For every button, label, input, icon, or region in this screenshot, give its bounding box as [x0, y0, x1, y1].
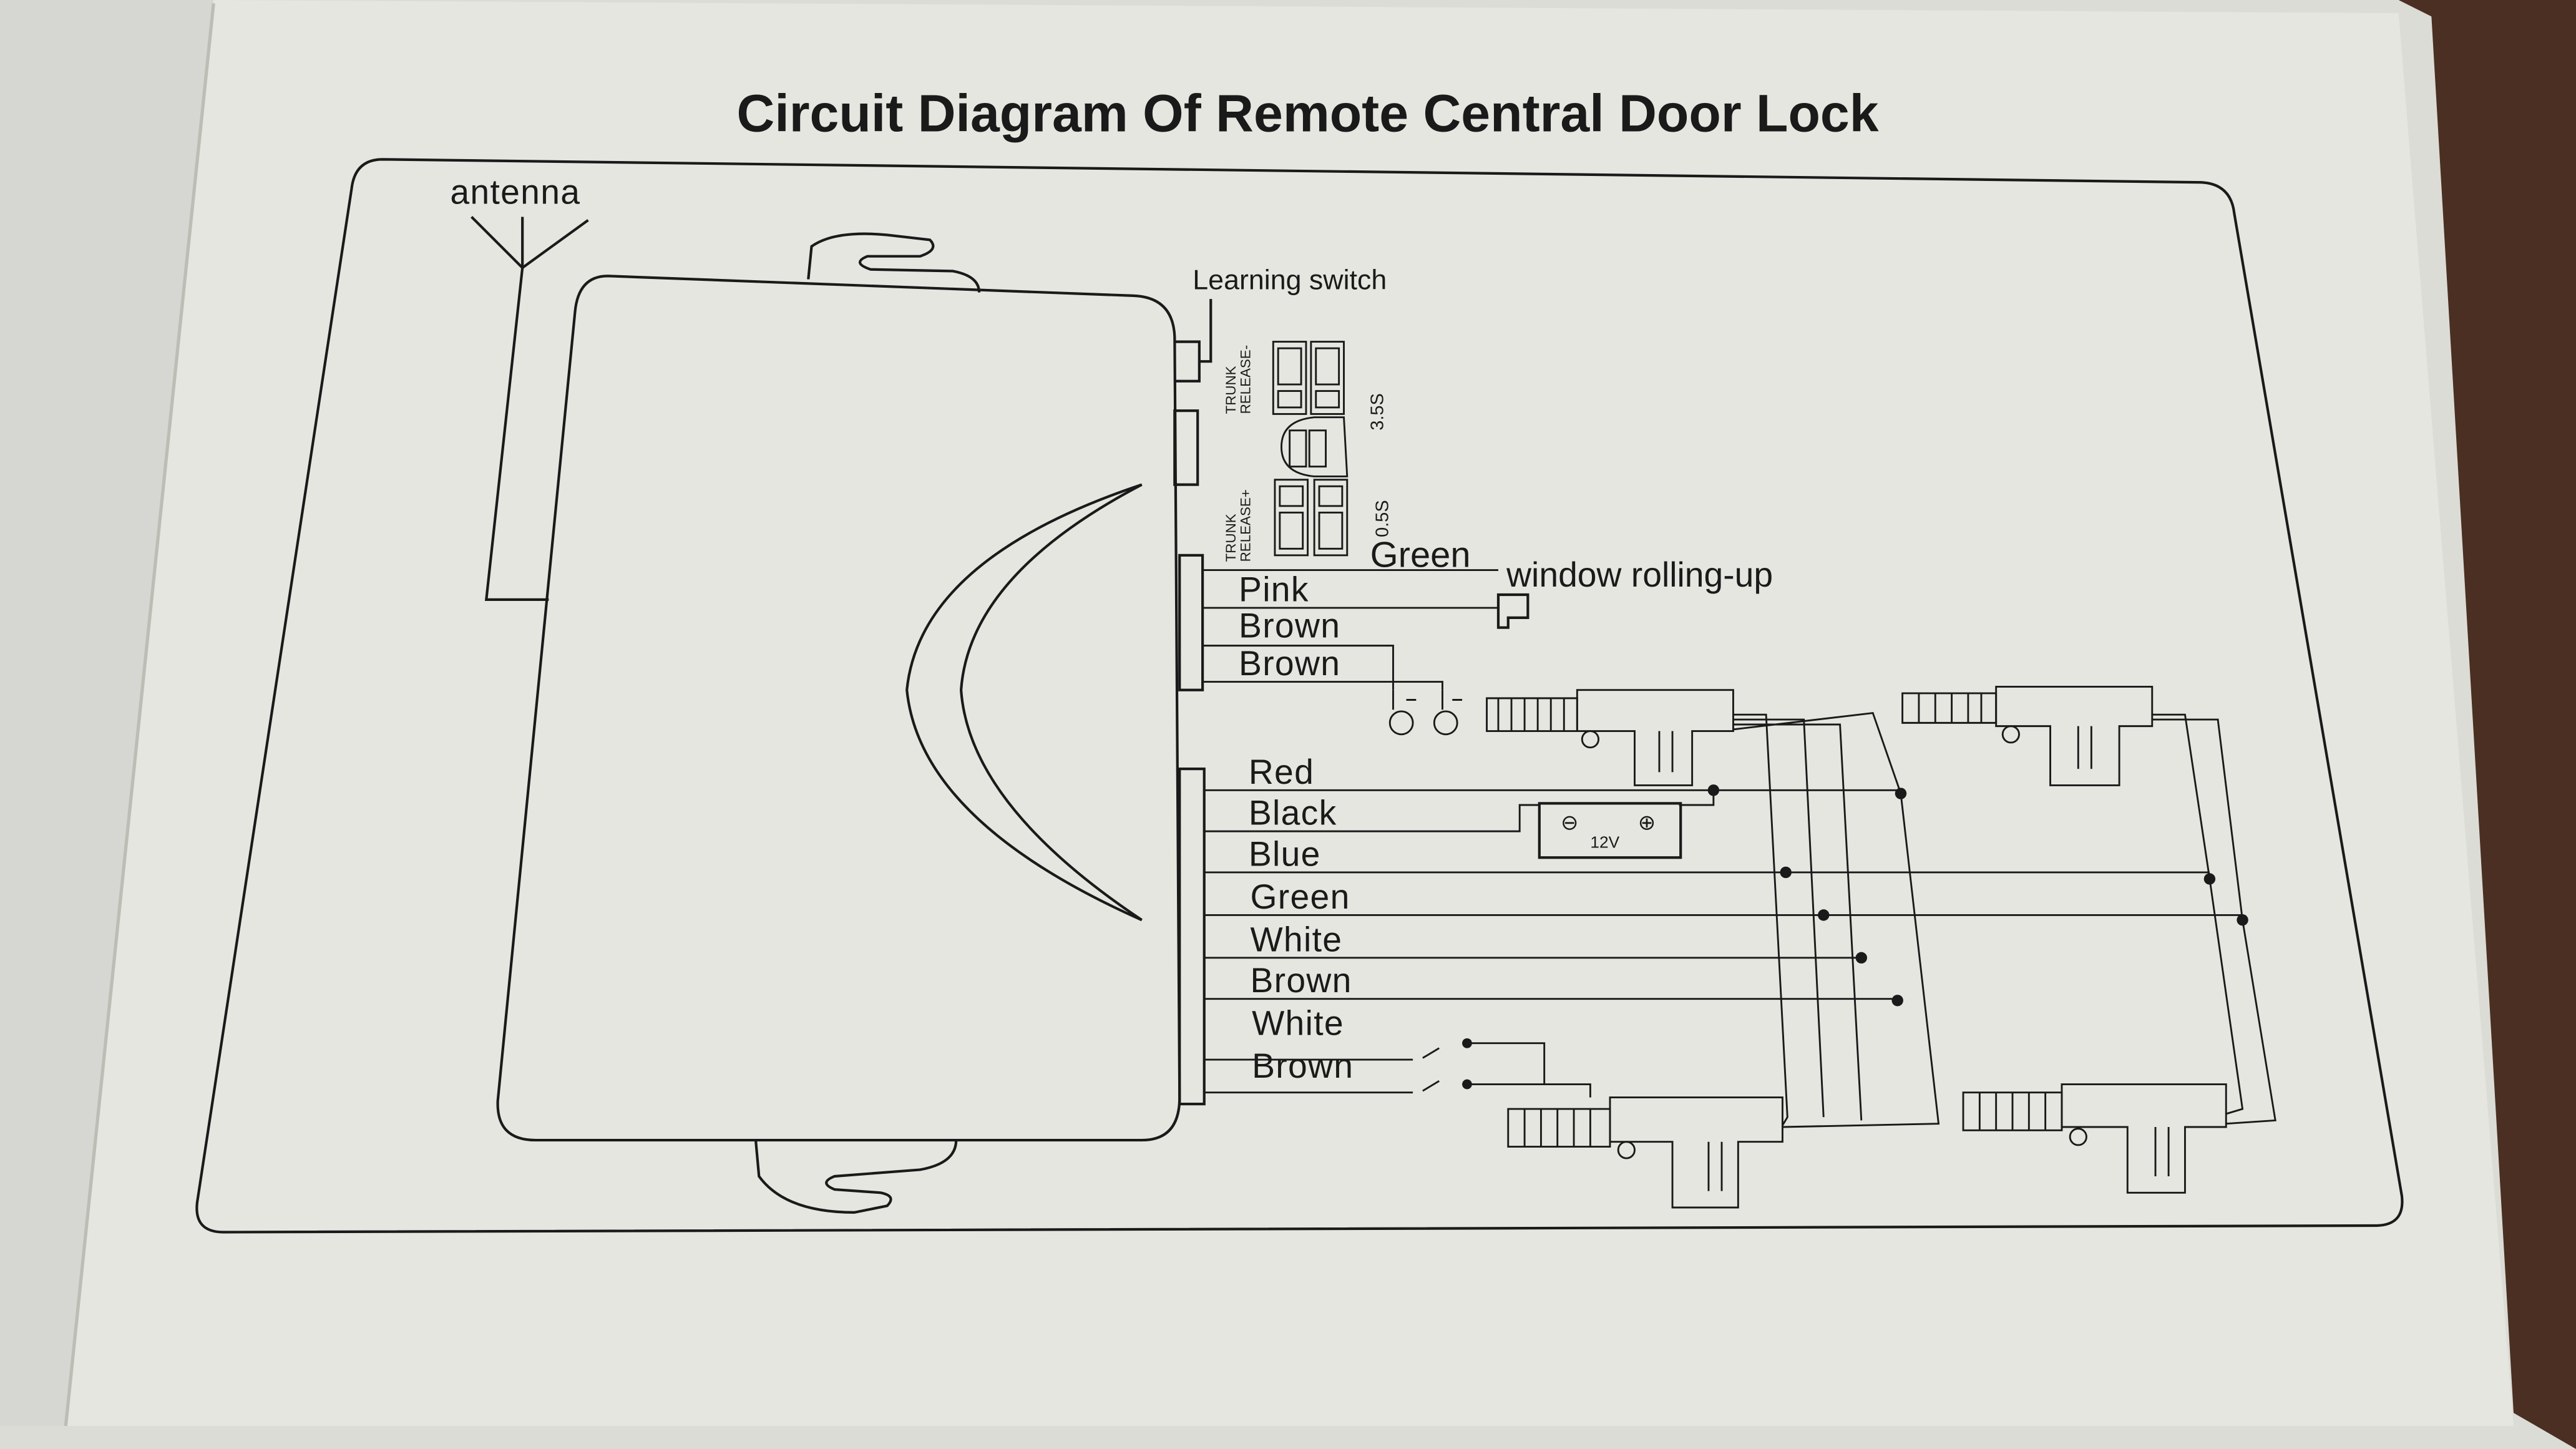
mounting-tab-top: [807, 232, 981, 293]
trunk-release-indicator: TRUNK RELEASE- TRUNK RELEASE+ 3.5S 0.5S: [1223, 341, 1393, 562]
battery-negative-icon: ⊖: [1561, 811, 1579, 834]
crescent-logo: [905, 483, 1143, 922]
time-long-label: 3.5S: [1368, 393, 1388, 431]
diagram-frame: [195, 158, 2404, 1234]
side-connector: [1173, 409, 1199, 486]
diagram-title: Circuit Diagram Of Remote Central Door L…: [737, 84, 1879, 143]
mounting-tab-bottom: [754, 1139, 958, 1214]
time-short-label: 0.5S: [1373, 500, 1393, 537]
left-page: [0, 0, 214, 1427]
svg-text:TRUNK: TRUNK: [1223, 514, 1239, 562]
antenna-label: antenna: [450, 172, 580, 211]
wire-label-white: White: [1250, 920, 1342, 959]
battery-positive-icon: ⊕: [1638, 811, 1656, 834]
svg-text:TRUNK: TRUNK: [1223, 366, 1239, 414]
control-unit-box: [496, 275, 1181, 1142]
wire-label-blue: Blue: [1249, 834, 1321, 873]
wire-label-pink: Pink: [1239, 570, 1309, 609]
wire-label-brown: Brown: [1239, 606, 1340, 645]
learning-switch[interactable]: [1174, 299, 1212, 383]
learning-switch-label: Learning switch: [1193, 264, 1387, 295]
battery-12v: ⊖ ⊕ 12V: [1538, 802, 1682, 859]
door-actuator-rear-left: [1507, 1096, 1783, 1209]
door-actuator-rear-right: [1962, 1083, 2227, 1194]
wire-label-black: Black: [1249, 794, 1337, 832]
battery-voltage-label: 12V: [1590, 832, 1619, 851]
lower-connector: [1178, 767, 1206, 1106]
wire-label-red: Red: [1249, 753, 1314, 791]
window-module-icon: [1496, 593, 1530, 629]
wire-label-brown: Brown: [1252, 1046, 1354, 1085]
upper-connector: [1178, 554, 1204, 691]
wire-label-green: Green: [1370, 535, 1471, 575]
wire-label-white: White: [1252, 1004, 1344, 1043]
wire-label-green: Green: [1250, 877, 1350, 916]
wire-label-brown: Brown: [1250, 961, 1352, 1000]
svg-text:RELEASE-: RELEASE-: [1237, 345, 1253, 414]
antenna-icon: [471, 216, 589, 602]
door-actuator-front-right: [1901, 686, 2154, 786]
door-actuator-front-left: [1486, 689, 1734, 786]
wire-label-brown: Brown: [1239, 644, 1340, 683]
upper-wire-harness: Green Pink Brown Brown: [1203, 535, 1498, 690]
svg-text:RELEASE+: RELEASE+: [1237, 489, 1253, 562]
trunk-motor-icons: [1388, 690, 1463, 736]
lower-wire-harness: Red Black Blue Green White Brown White B…: [1204, 711, 2276, 1128]
window-rolling-up-label: window rolling-up: [1506, 555, 1773, 594]
